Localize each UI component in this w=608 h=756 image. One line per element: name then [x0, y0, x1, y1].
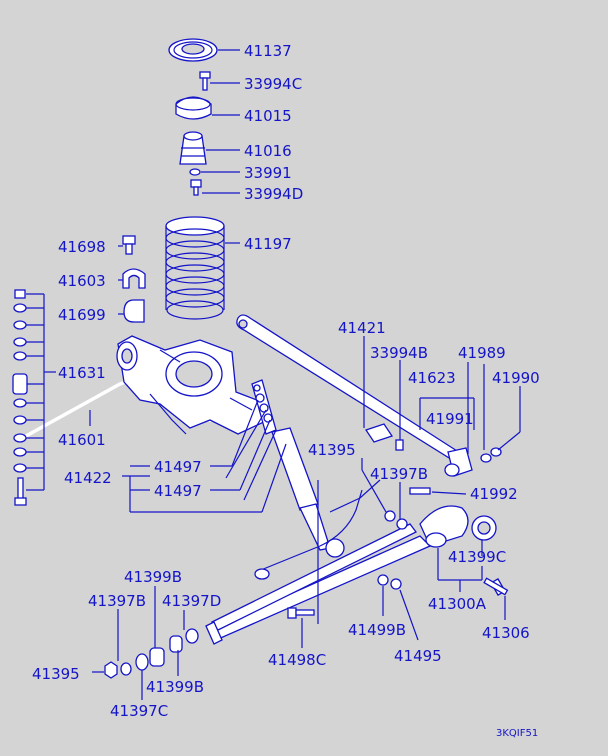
coil-spring-drawing: [165, 216, 225, 320]
lateral-rod-bracket-drawing: [364, 423, 502, 477]
label-41497-lower: 41497: [154, 482, 202, 500]
label-41395-upper: 41395: [308, 441, 356, 459]
label-41603: 41603: [58, 272, 106, 290]
label-41397b-upper: 41397B: [370, 465, 428, 483]
label-41498c: 41498C: [268, 651, 326, 669]
label-33994d: 33994D: [244, 185, 303, 203]
label-41499b: 41499B: [348, 621, 406, 639]
leader-lines: [26, 49, 521, 700]
label-41631: 41631: [58, 364, 106, 382]
label-33991: 33991: [244, 164, 292, 182]
label-41306: 41306: [482, 624, 530, 642]
label-41991: 41991: [426, 410, 474, 428]
shock-absorber-drawing: [251, 379, 345, 558]
bracket-41603-drawing: [122, 268, 146, 289]
label-41300a: 41300A: [428, 595, 487, 613]
label-41399b-lower: 41399B: [146, 678, 204, 696]
label-41421: 41421: [338, 319, 386, 337]
label-41397d: 41397D: [162, 592, 221, 610]
part-drawings: [12, 38, 509, 679]
bolt-41698-drawing: [122, 235, 136, 255]
label-41698: 41698: [58, 238, 106, 256]
label-41397c: 41397C: [110, 702, 168, 720]
bump-cap-drawing: [175, 96, 212, 120]
bushing-41699-drawing: [123, 299, 145, 323]
label-33994c: 33994C: [244, 75, 302, 93]
label-41395-lower: 41395: [32, 665, 80, 683]
label-41497-upper: 41497: [154, 458, 202, 476]
label-41990: 41990: [492, 369, 540, 387]
label-41422: 41422: [64, 469, 112, 487]
label-41397b-lower: 41397B: [88, 592, 146, 610]
label-41399c: 41399C: [448, 548, 506, 566]
label-41623: 41623: [408, 369, 456, 387]
bolt-33994c-drawing: [199, 71, 211, 91]
bolt-33994d-drawing: [190, 179, 202, 196]
label-41015: 41015: [244, 107, 292, 125]
label-41601: 41601: [58, 431, 106, 449]
label-41137: 41137: [244, 42, 292, 60]
label-33994b: 33994B: [370, 344, 428, 362]
label-41699: 41699: [58, 306, 106, 324]
label-41016: 41016: [244, 142, 292, 160]
label-41989: 41989: [458, 344, 506, 362]
part-labels: 41137 33994C 41015 41016 33991 33994D 41…: [32, 42, 540, 739]
label-41399b-upper: 41399B: [124, 568, 182, 586]
diagram-code: 3KQIF51: [496, 728, 538, 739]
lower-arm-drawing: [209, 479, 497, 641]
label-41495: 41495: [394, 647, 442, 665]
spring-seat-upper-drawing: [168, 38, 218, 62]
stabilizer-link-kit-drawing: [12, 289, 28, 506]
label-41992: 41992: [470, 485, 518, 503]
bump-stopper-drawing: [179, 131, 207, 165]
washer-33991-drawing: [189, 168, 201, 176]
label-41197: 41197: [244, 235, 292, 253]
axle-housing-drawing: [116, 335, 269, 435]
lower-fasteners-drawing: [104, 574, 509, 679]
